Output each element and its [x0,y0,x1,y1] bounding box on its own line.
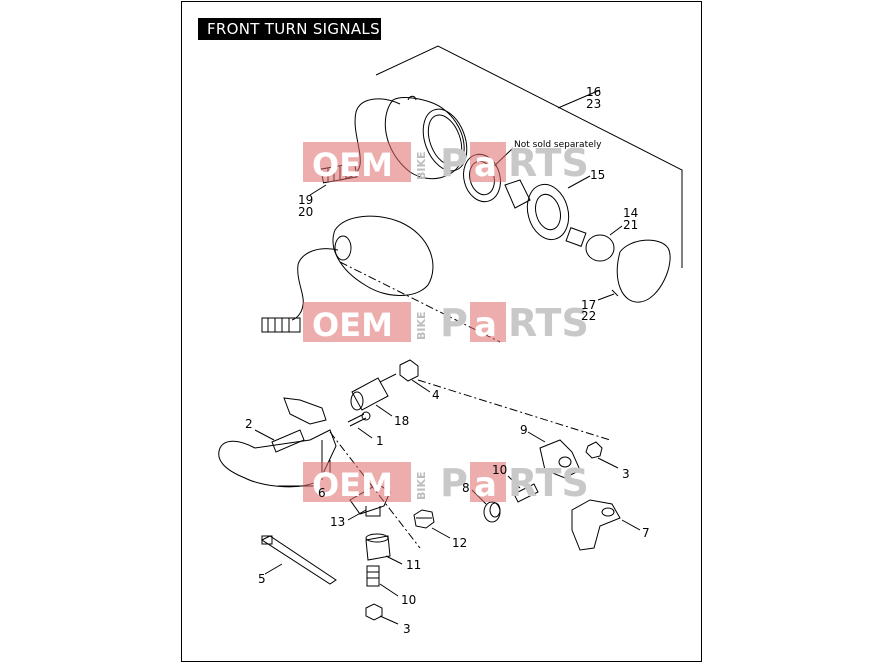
diagram-title: FRONT TURN SIGNALS [198,18,381,40]
watermark-p-1: P [440,141,468,185]
watermark-band-3: OEM BIKE P a RTS [303,461,589,505]
callout-17: 17 [581,298,596,312]
leader-10a [507,475,521,489]
watermark-rts-2: RTS [508,301,589,345]
callout-13: 13 [330,515,345,529]
watermark-rts-1: RTS [508,141,589,185]
screw-10-lower [366,565,380,587]
callout-12: 12 [452,536,467,550]
alignment-line-right [417,379,611,441]
leader-12 [431,527,451,539]
callout-16: 16 [586,85,601,99]
leader-10b [379,583,399,597]
watermark-a-1: a [474,145,497,185]
clamp-bolt-2 [271,397,327,453]
callout-labels: 16 23 15 14 21 19 20 17 22 4 18 2 1 9 3 … [245,85,650,636]
nut-12 [413,509,435,529]
nut-3-lower [365,603,383,621]
screw-1 [347,411,371,427]
leader-4 [411,379,431,393]
callout-7: 7 [642,526,650,540]
assembly-bracket-line [375,45,683,268]
bulb-socket [504,179,570,241]
watermark-rts-3: RTS [508,461,589,505]
leader-18 [375,404,393,417]
leader-13 [347,509,367,521]
leader-9 [527,431,546,443]
callout-8: 8 [462,481,470,495]
callout-15: 15 [590,168,605,182]
lower-connector [261,317,301,333]
callout-22: 22 [581,309,596,323]
lower-lamp-housing [291,215,434,321]
leader-3a [597,457,619,469]
bracket-9 [539,439,581,479]
leader-16 [557,89,601,109]
screw-10-upper [513,483,539,503]
watermark-band-1: OEM BIKE P a RTS [303,141,589,185]
leader-5 [264,563,283,575]
watermark-band-2: OEM BIKE P a RTS [303,301,589,345]
watermark-p-3: P [440,461,468,505]
bulb [565,227,615,262]
watermark-p-2: P [440,301,468,345]
callout-1: 1 [376,434,384,448]
leader-11 [385,555,403,565]
leader-17 [597,293,615,301]
nut-11 [365,533,391,561]
callout-4: 4 [432,388,440,402]
leader-7 [621,519,641,531]
nut-3-upper [585,441,603,459]
callout-18: 18 [394,414,409,428]
callout-23: 23 [586,97,601,111]
watermark-oem-2: OEM [312,306,393,344]
callout-14: 14 [623,206,638,220]
callout-10a: 10 [492,463,507,477]
grommet-8 [483,501,501,523]
leader-2 [254,429,275,441]
callout-3b: 3 [403,622,411,636]
spacer-18 [350,373,397,411]
callout-20: 20 [298,205,313,219]
callout-2: 2 [245,417,253,431]
lens [611,239,671,303]
callout-6: 6 [318,486,326,500]
nut-4 [399,359,419,382]
leader-3b [379,615,399,625]
watermark-bike-3: BIKE [415,471,428,500]
cable-tie-5 [260,535,337,585]
callout-10b: 10 [401,593,416,607]
leader-14 [609,225,623,236]
watermark-bike-2: BIKE [415,311,428,340]
callout-5: 5 [258,572,266,586]
watermark-oem-3: OEM [312,466,393,504]
watermark-a-2: a [474,305,497,345]
callout-21: 21 [623,218,638,232]
callout-19: 19 [298,193,313,207]
callout-3a: 3 [622,467,630,481]
watermark-a-3: a [474,465,497,505]
bracket-7 [571,499,621,551]
note-not-sold-separately: Not sold separately [514,140,602,150]
callout-9: 9 [520,423,528,437]
leader-1 [357,427,373,439]
callout-11: 11 [406,558,421,572]
leader-19 [309,184,327,196]
watermark-oem-1: OEM [312,146,393,184]
watermark-bike-1: BIKE [415,151,428,180]
leader-15 [567,175,591,189]
